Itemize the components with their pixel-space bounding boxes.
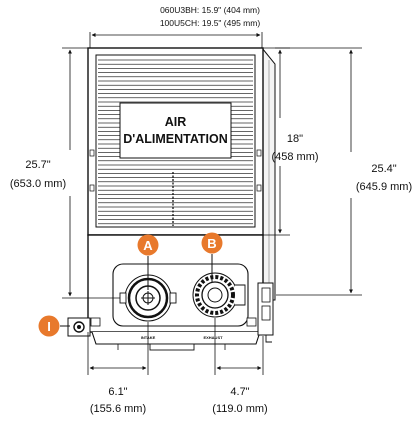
side-bracket: [257, 282, 274, 343]
furnace-cabinet: AIR D'ALIMENTATION: [87, 46, 276, 351]
middle-height-dimension: 18" (458 mm): [263, 47, 319, 236]
top-width-label-2: 100U5CH: 19.5" (495 mm): [160, 18, 261, 28]
middle-height-inches: 18": [287, 133, 303, 145]
callout-i-label: I: [47, 319, 51, 334]
bottom-left-inches: 6.1": [108, 386, 127, 398]
supply-air-panel: AIR D'ALIMENTATION: [119, 102, 232, 159]
right-height-dimension: 25.4" (645.9 mm): [275, 47, 412, 296]
exhaust-port-label: EXHAUST: [203, 335, 223, 340]
panel-label-line1: AIR: [165, 115, 187, 129]
callout-a-label: A: [143, 238, 153, 253]
callout-i: I: [38, 315, 70, 337]
right-height-mm: (645.9 mm): [356, 181, 412, 193]
bottom-left-mm: (155.6 mm): [90, 403, 146, 415]
callout-a: A: [137, 234, 159, 290]
left-height-dimension: 25.7" (653.0 mm): [10, 47, 120, 299]
panel-label-line2: D'ALIMENTATION: [123, 132, 228, 146]
bottom-right-dimension: 4.7" (119.0 mm): [212, 318, 268, 415]
middle-height-mm: (458 mm): [271, 151, 318, 163]
bottom-left-dimension: 6.1" (155.6 mm): [87, 322, 149, 415]
callout-b-label: B: [207, 236, 216, 251]
callout-b: B: [201, 232, 223, 282]
left-height-inches: 25.7": [25, 159, 50, 171]
gas-inlet-fitting: [67, 317, 91, 337]
top-width-label-1: 060U3BH: 15.9" (404 mm): [160, 5, 260, 15]
right-height-inches: 25.4": [371, 163, 396, 175]
bottom-right-inches: 4.7": [230, 386, 249, 398]
bottom-right-mm: (119.0 mm): [212, 403, 267, 415]
exhaust-port: EXHAUST: [192, 272, 246, 340]
left-height-mm: (653.0 mm): [10, 178, 66, 190]
top-width-dimension: 060U3BH: 15.9" (404 mm) 100U5CH: 19.5" (…: [89, 5, 263, 50]
